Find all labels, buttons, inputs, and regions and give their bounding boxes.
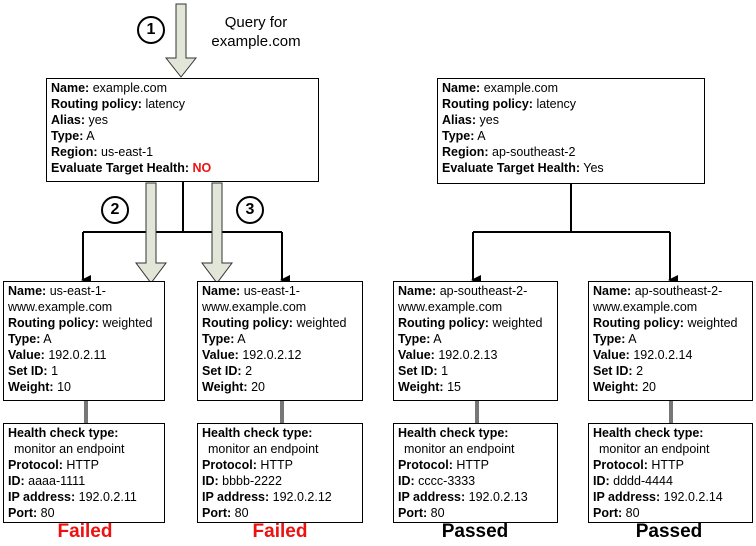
health-check-4: Health check type: monitor an endpoint P… xyxy=(588,423,753,523)
record-type: A xyxy=(477,129,486,143)
query-arrow xyxy=(164,3,198,78)
weighted-record-2: Name: us-east-1- www.example.com Routing… xyxy=(197,281,363,401)
record-type: A xyxy=(86,129,95,143)
result-failed-1: Failed xyxy=(57,521,113,542)
hc-type-value: monitor an endpoint xyxy=(404,442,515,456)
step-number-1: 1 xyxy=(137,16,165,44)
health-check-3: Health check type: monitor an endpoint P… xyxy=(393,423,558,523)
region-value: ap-southeast-2 xyxy=(492,145,576,159)
alias-value: yes xyxy=(88,113,108,127)
query-label-line2: example.com xyxy=(211,33,301,50)
query-label: Query for example.com xyxy=(200,13,312,51)
weighted-record-4: Name: ap-southeast-2- www.example.com Ro… xyxy=(588,281,753,401)
result-failed-2: Failed xyxy=(252,521,308,542)
record-name: example.com xyxy=(92,81,168,95)
region-value: us-east-1 xyxy=(101,145,154,159)
route-arrow-3 xyxy=(201,182,233,284)
latency-record-ap-southeast-2: Name: example.com Routing policy: latenc… xyxy=(437,78,705,184)
query-label-line1: Query for xyxy=(224,14,288,31)
health-check-1: Health check type: monitor an endpoint P… xyxy=(3,423,165,523)
result-passed-4: Passed xyxy=(635,521,703,542)
latency-record-us-east-1: Name: example.com Routing policy: latenc… xyxy=(46,78,319,182)
record-name-domain: www.example.com xyxy=(593,300,698,314)
alias-value: yes xyxy=(479,113,499,127)
step-number-2: 2 xyxy=(101,196,129,224)
weighted-record-3: Name: ap-southeast-2- www.example.com Ro… xyxy=(393,281,558,401)
weighted-record-1: Name: us-east-1- www.example.com Routing… xyxy=(3,281,165,401)
step-number-3: 3 xyxy=(236,196,264,224)
routing-policy: latency xyxy=(145,97,186,111)
hc-type-value: monitor an endpoint xyxy=(14,442,125,456)
record-name: example.com xyxy=(483,81,559,95)
record-name-domain: www.example.com xyxy=(8,300,113,314)
route-arrow-2 xyxy=(135,182,167,284)
eval-health-yes: Yes xyxy=(583,161,604,175)
routing-policy: latency xyxy=(536,97,577,111)
eval-health-no: NO xyxy=(192,161,212,175)
health-check-2: Health check type: monitor an endpoint P… xyxy=(197,423,363,523)
hc-type-value: monitor an endpoint xyxy=(208,442,319,456)
record-name-domain: www.example.com xyxy=(398,300,503,314)
hc-type-value: monitor an endpoint xyxy=(599,442,710,456)
record-name-domain: www.example.com xyxy=(202,300,307,314)
result-passed-3: Passed xyxy=(441,521,509,542)
